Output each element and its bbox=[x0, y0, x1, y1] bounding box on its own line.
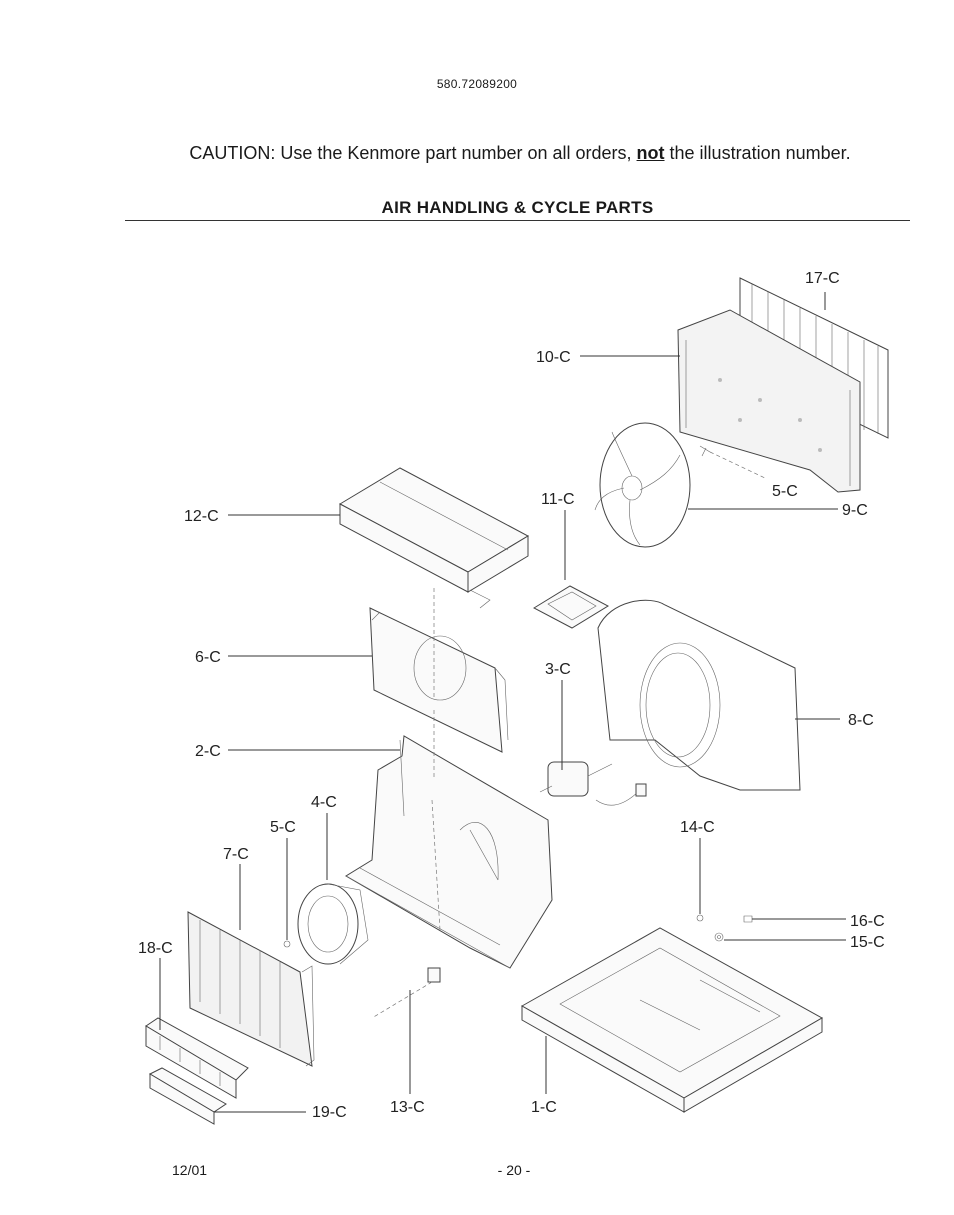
evaporator-coil bbox=[187, 911, 315, 1067]
base-pan bbox=[520, 927, 824, 1113]
alignment-line bbox=[431, 588, 441, 931]
callout-19c: 19-C bbox=[312, 1104, 347, 1121]
air-partition bbox=[369, 607, 509, 753]
callout-7c: 7-C bbox=[223, 846, 249, 863]
leader-lines bbox=[159, 292, 846, 1113]
thermistor bbox=[371, 967, 441, 1019]
evaporator-housing bbox=[345, 735, 553, 969]
callout-14c: 14-C bbox=[680, 819, 715, 836]
callout-4c: 4-C bbox=[311, 794, 337, 811]
caution-note: CAUTION: Use the Kenmore part number on … bbox=[0, 143, 954, 164]
condenser-fan bbox=[594, 422, 691, 548]
section-title: AIR HANDLING & CYCLE PARTS bbox=[381, 198, 654, 217]
callout-12c: 12-C bbox=[184, 508, 219, 525]
blower-wheel bbox=[297, 883, 369, 965]
callout-3c: 3-C bbox=[545, 661, 571, 678]
callout-16c: 16-C bbox=[850, 913, 885, 930]
screw-lower bbox=[283, 940, 291, 948]
top-cover bbox=[338, 467, 530, 609]
callout-10c: 10-C bbox=[536, 349, 571, 366]
callout-2c: 2-C bbox=[195, 743, 221, 760]
callout-15c: 15-C bbox=[850, 934, 885, 951]
caution-prefix: CAUTION: Use the Kenmore part number on … bbox=[189, 143, 637, 163]
callout-13c: 13-C bbox=[390, 1099, 425, 1116]
callout-17c: 17-C bbox=[805, 270, 840, 287]
filter-frame bbox=[145, 1017, 249, 1099]
callout-6c: 6-C bbox=[195, 649, 221, 666]
callout-5c-lower: 5-C bbox=[270, 819, 296, 836]
footer-date: 12/01 bbox=[172, 1162, 208, 1178]
section-rule bbox=[125, 220, 910, 221]
model-number: 580.72089200 bbox=[436, 77, 518, 91]
callout-5c-upper: 5-C bbox=[772, 483, 798, 500]
caution-suffix: the illustration number. bbox=[664, 143, 851, 163]
motor-bracket bbox=[532, 585, 610, 629]
callout-labels: 17-C 10-C 5-C 11-C 9-C 12-C 6-C 3-C 8-C … bbox=[138, 270, 885, 1121]
screw-upper bbox=[699, 445, 766, 479]
fan-motor bbox=[539, 761, 647, 806]
callout-18c: 18-C bbox=[138, 940, 173, 957]
air-filter bbox=[148, 1067, 227, 1125]
small-hardware bbox=[696, 914, 753, 942]
callout-8c: 8-C bbox=[848, 712, 874, 729]
condenser-coil bbox=[677, 309, 861, 493]
page-number: - 20 - bbox=[497, 1162, 531, 1178]
callout-9c: 9-C bbox=[842, 502, 868, 519]
callout-11c: 11-C bbox=[541, 491, 575, 508]
callout-1c: 1-C bbox=[531, 1099, 557, 1116]
condenser-shroud bbox=[597, 599, 801, 791]
caution-emphasis: not bbox=[636, 143, 665, 163]
